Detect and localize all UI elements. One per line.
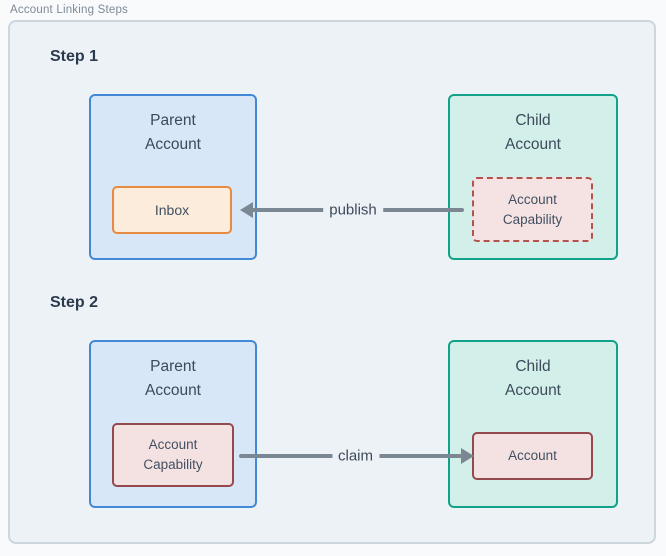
diagram-container: Step 1 Parent Account Inbox Child Accoun… bbox=[8, 20, 656, 544]
child-account-title: Child Account bbox=[504, 358, 561, 399]
account-box: Account bbox=[472, 432, 593, 480]
account-capability-box: Account Capability bbox=[112, 423, 234, 487]
child-account-title: Child Account bbox=[504, 112, 561, 153]
account-capability-dashed-box: Account Capability bbox=[472, 177, 593, 242]
step-2-child-account-box: Child Account bbox=[448, 340, 618, 508]
claim-arrow: claim bbox=[237, 446, 474, 466]
publish-arrow-label: publish bbox=[323, 200, 383, 220]
step-1-heading: Step 1 bbox=[50, 48, 99, 65]
arrowhead-right-icon bbox=[461, 448, 474, 464]
parent-account-title: Parent Account bbox=[144, 112, 201, 153]
publish-arrow: publish bbox=[240, 200, 466, 220]
parent-account-title: Parent Account bbox=[144, 358, 201, 399]
arrowhead-left-icon bbox=[240, 202, 253, 218]
step-1-parent-account-box: Parent Account bbox=[89, 94, 257, 260]
inbox-box: Inbox bbox=[112, 186, 232, 234]
claim-arrow-label: claim bbox=[331, 446, 380, 466]
diagram-group-label: Account Linking Steps bbox=[10, 4, 128, 16]
step-2-heading: Step 2 bbox=[50, 294, 99, 311]
